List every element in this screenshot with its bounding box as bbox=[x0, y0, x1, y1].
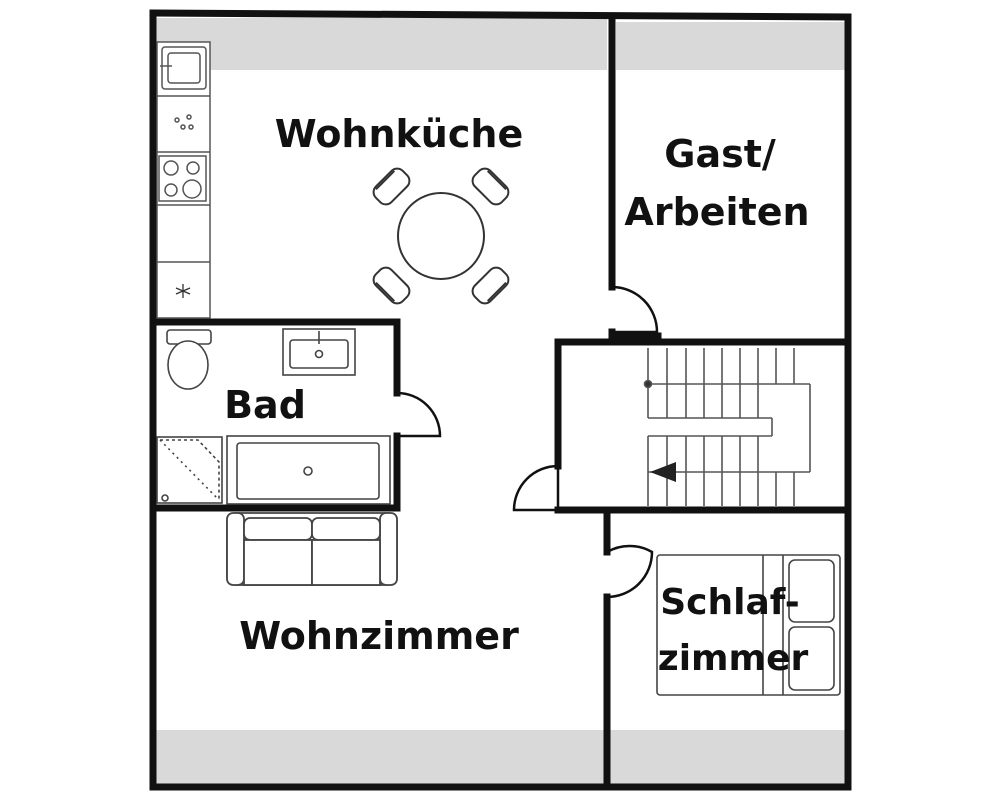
label-schlaf: Schlaf- bbox=[660, 582, 800, 623]
slope-band-guest bbox=[616, 22, 845, 70]
room-labels: Wohnküche Gast/ Arbeiten Bad Wohnzimmer … bbox=[224, 112, 809, 679]
door-guest bbox=[611, 285, 659, 334]
stair-direction-arrow-icon bbox=[650, 462, 676, 482]
table-top bbox=[397, 192, 485, 280]
label-gast: Gast/ bbox=[664, 132, 776, 176]
chair bbox=[372, 266, 411, 305]
pillow bbox=[788, 559, 835, 623]
chair bbox=[471, 266, 510, 305]
chair bbox=[372, 167, 411, 206]
kitchen-counter bbox=[156, 41, 211, 319]
bed-icon bbox=[656, 554, 841, 696]
walls bbox=[149, 9, 852, 791]
label-wohnkueche: Wohnküche bbox=[275, 112, 523, 156]
snowflake-icon bbox=[175, 284, 191, 298]
dishwasher-icon bbox=[174, 114, 194, 130]
staircase-icon bbox=[643, 348, 811, 506]
door-bedroom bbox=[606, 544, 654, 599]
label-arbeiten: Arbeiten bbox=[624, 190, 809, 234]
burner bbox=[182, 179, 202, 199]
stair-start-dot bbox=[643, 379, 653, 389]
shower-icon bbox=[156, 436, 223, 504]
slope-band-living bbox=[156, 730, 607, 784]
burner bbox=[164, 183, 178, 197]
burner bbox=[186, 161, 200, 175]
toilet-icon bbox=[166, 329, 212, 390]
washbasin-icon bbox=[282, 328, 356, 376]
bathtub-icon bbox=[226, 435, 391, 505]
door-bath bbox=[396, 391, 442, 438]
dining-table-icon bbox=[372, 167, 510, 305]
label-bad: Bad bbox=[224, 383, 306, 427]
roof-slope-shading bbox=[156, 18, 845, 784]
sofa-icon bbox=[226, 512, 398, 586]
label-zimmer: zimmer bbox=[658, 638, 809, 679]
chair bbox=[471, 167, 510, 206]
kitchen-sink-basin bbox=[167, 52, 201, 84]
burner bbox=[163, 160, 179, 176]
label-wohnzimmer: Wohnzimmer bbox=[239, 614, 519, 658]
outer-wall-top bbox=[149, 9, 852, 21]
pillow bbox=[788, 626, 835, 691]
slope-band-bedroom bbox=[610, 730, 845, 784]
bathroom-fixtures bbox=[156, 328, 391, 505]
door-stairwell bbox=[512, 464, 560, 512]
slope-band-kitchen bbox=[156, 18, 607, 70]
doors bbox=[396, 285, 659, 599]
